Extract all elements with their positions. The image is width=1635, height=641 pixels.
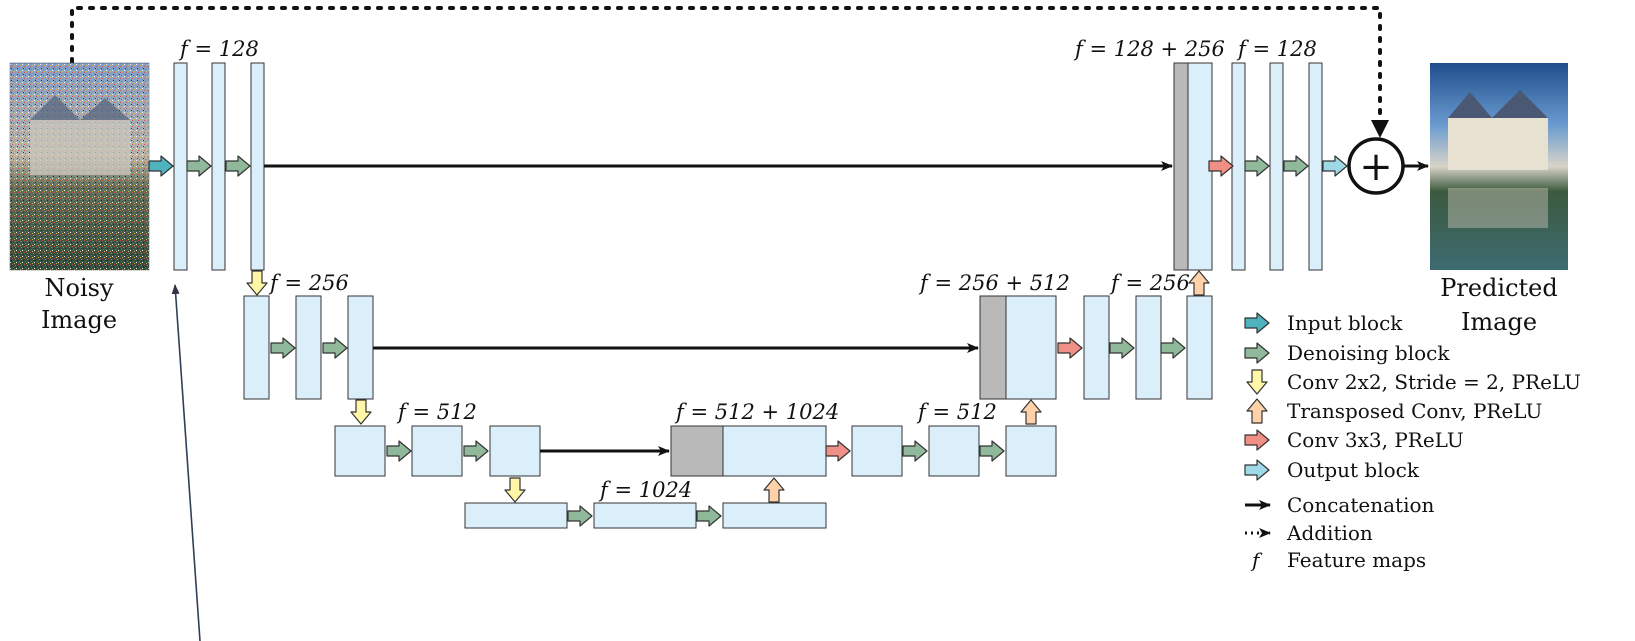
input-caption-line2: Image — [41, 306, 117, 334]
dec1-block-1 — [1232, 63, 1245, 270]
arrow-denoise-enc2-2 — [323, 338, 347, 358]
arrow-upsample-3 — [764, 478, 784, 502]
arrow-denoise-enc3-1 — [387, 441, 411, 461]
dec1-block-3 — [1309, 63, 1322, 270]
arrow-denoise-dec3-1 — [903, 441, 927, 461]
bottleneck-feature-label: f = 1024 — [598, 478, 692, 502]
arrow-conv-dec1 — [1209, 156, 1233, 176]
arrow-conv-dec3 — [826, 441, 850, 461]
dec3-concat-feature-label: f = 512 + 1024 — [674, 400, 839, 424]
noisy-input-image — [10, 63, 149, 270]
output-caption-line2: Image — [1461, 308, 1537, 336]
enc1-feature-label: f = 128 — [178, 37, 259, 61]
dec2-concat-gray — [980, 296, 1006, 399]
enc3-block-3 — [490, 426, 540, 476]
legend-addition-label: Addition — [1286, 521, 1373, 545]
arrow-denoise-bottleneck-1 — [568, 506, 592, 526]
legend-conv3x3-arrow — [1245, 430, 1269, 450]
arrow-conv-dec2 — [1058, 338, 1082, 358]
enc2-block-3 — [348, 296, 373, 399]
output-caption-line1: Predicted — [1440, 274, 1558, 302]
enc2-feature-label: f = 256 — [268, 271, 349, 295]
legend-feature-maps-label: Feature maps — [1287, 548, 1426, 572]
arrow-denoise-enc1-1 — [187, 156, 211, 176]
enc2-block-1 — [244, 296, 269, 399]
bottleneck-block-1 — [465, 503, 567, 528]
dec2-block-1 — [1084, 296, 1109, 399]
dec3-feature-label: f = 512 — [916, 400, 997, 424]
arrow-denoise-dec1-1 — [1245, 156, 1269, 176]
enc3-block-2 — [412, 426, 462, 476]
arrow-denoise-dec2-1 — [1110, 338, 1134, 358]
dec3-block-2 — [929, 426, 979, 476]
dec2-block-2 — [1136, 296, 1161, 399]
legend-output-block-label: Output block — [1287, 458, 1420, 482]
arrow-downsample-2 — [351, 400, 371, 424]
legend-conv-down-label: Conv 2x2, Stride = 2, PReLU — [1287, 370, 1581, 394]
input-caption-line1: Noisy — [45, 274, 114, 302]
legend-input-block-arrow — [1245, 313, 1269, 333]
legend-transposed-conv-arrow — [1247, 399, 1267, 423]
dec2-concat-feature-label: f = 256 + 512 — [918, 271, 1070, 295]
dec2-feature-label: f = 256 — [1109, 271, 1190, 295]
bottleneck-block-2 — [594, 503, 696, 528]
legend: Input block Denoising block Conv 2x2, St… — [1245, 311, 1581, 572]
legend-conv3x3-label: Conv 3x3, PReLU — [1287, 428, 1464, 452]
legend-input-block-label: Input block — [1287, 311, 1403, 335]
dec2-block-3 — [1187, 296, 1212, 399]
dec3-block-3 — [1006, 426, 1056, 476]
arrow-denoise-enc3-2 — [464, 441, 488, 461]
dec1-feature-label: f = 128 — [1236, 37, 1317, 61]
dec2-concat-block — [1006, 296, 1056, 399]
arrow-denoise-enc1-2 — [226, 156, 250, 176]
addition-skip-arrowhead — [1371, 120, 1389, 138]
arrow-upsample-2 — [1021, 400, 1041, 424]
arrow-upsample-1 — [1189, 271, 1209, 295]
legend-output-block-arrow — [1245, 460, 1269, 480]
predicted-output-image — [1430, 63, 1568, 270]
enc2-block-2 — [296, 296, 321, 399]
arrow-downsample-1 — [247, 271, 267, 295]
arrow-denoise-enc2-1 — [271, 338, 295, 358]
dec1-block-2 — [1270, 63, 1283, 270]
enc3-block-1 — [335, 426, 385, 476]
enc1-block-2 — [212, 63, 225, 270]
legend-concatenation-label: Concatenation — [1287, 493, 1435, 517]
arrow-denoise-dec3-2 — [980, 441, 1004, 461]
dec3-concat-block — [723, 426, 826, 476]
annotation-pointer-line — [175, 285, 200, 641]
enc1-block-3 — [251, 63, 264, 270]
legend-conv-down-arrow — [1247, 370, 1267, 394]
arrow-input-block — [149, 156, 173, 176]
dec3-block-1 — [852, 426, 902, 476]
dec1-concat-gray — [1174, 63, 1188, 270]
enc3-feature-label: f = 512 — [396, 400, 477, 424]
arrow-denoise-dec1-2 — [1284, 156, 1308, 176]
arrow-output-block — [1323, 156, 1347, 176]
dec3-concat-gray — [671, 426, 723, 476]
addition-symbol: + — [1359, 144, 1393, 190]
legend-denoising-block-label: Denoising block — [1287, 341, 1450, 365]
legend-transposed-conv-label: Transposed Conv, PReLU — [1287, 399, 1542, 423]
legend-denoising-block-arrow — [1245, 343, 1269, 363]
bottleneck-block-3 — [723, 503, 826, 528]
arrow-downsample-3 — [505, 478, 525, 502]
dec1-concat-feature-label: f = 128 + 256 — [1073, 37, 1225, 61]
enc1-block-1 — [174, 63, 187, 270]
legend-feature-symbol: f — [1250, 548, 1263, 572]
arrow-denoise-bottleneck-2 — [697, 506, 721, 526]
arrow-denoise-dec2-2 — [1161, 338, 1185, 358]
